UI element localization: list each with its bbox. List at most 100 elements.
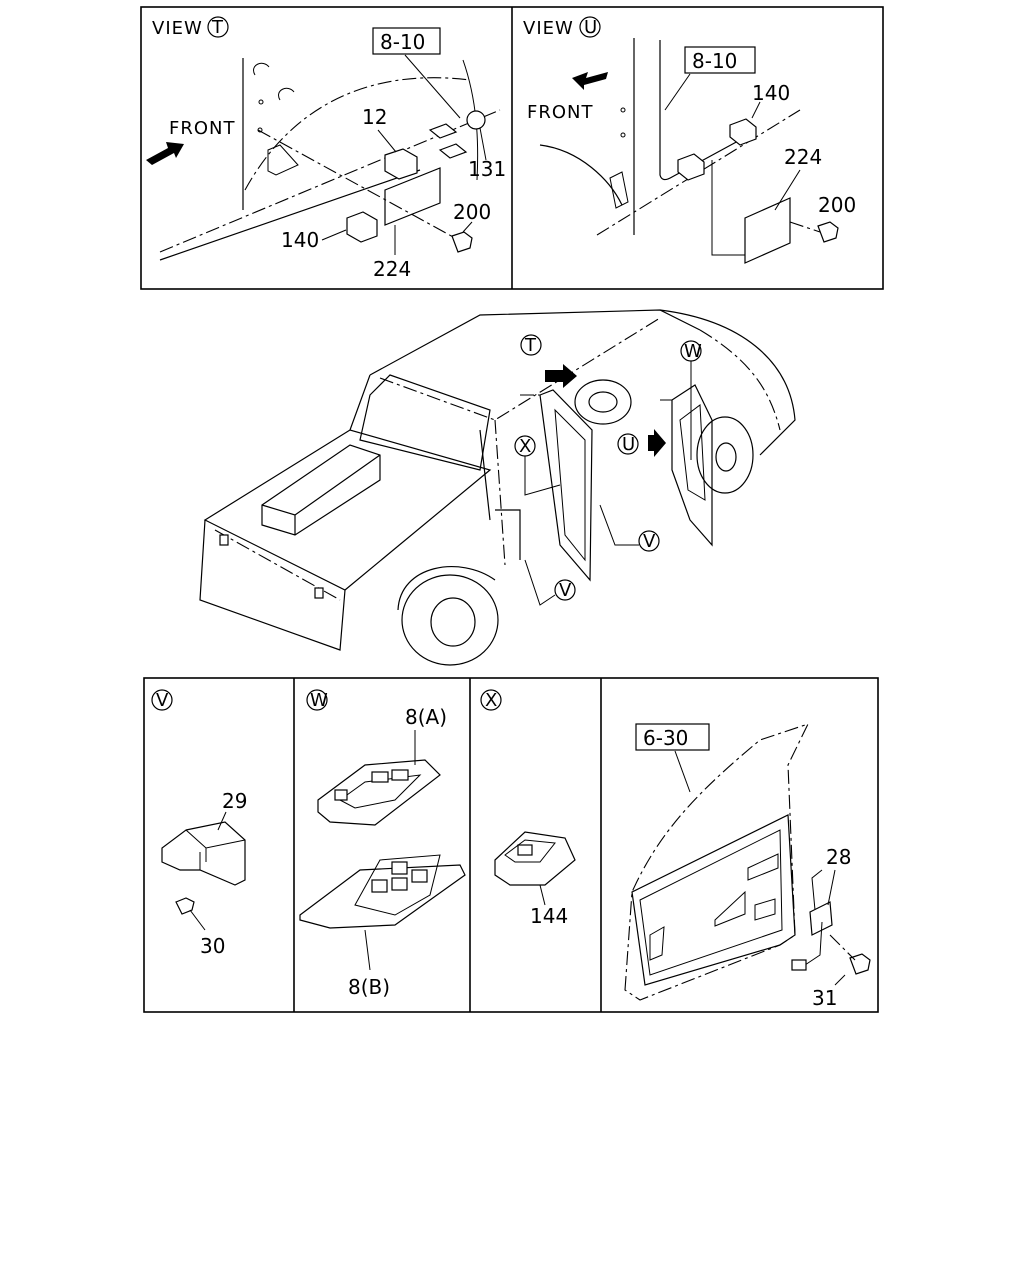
view-t-ref-text: 8-10 bbox=[380, 30, 425, 54]
part-label-224: 224 bbox=[784, 145, 822, 169]
hole-dot bbox=[620, 107, 626, 113]
view-t-arrow-icon bbox=[545, 364, 577, 388]
part-label-144: 144 bbox=[530, 904, 568, 928]
part-label-131: 131 bbox=[468, 157, 506, 181]
switch-button bbox=[371, 771, 389, 783]
roof-edge bbox=[379, 317, 661, 421]
part-label-200: 200 bbox=[818, 193, 856, 217]
view-u-panel: VIEW U FRONT 8-10 140 224 200 bbox=[523, 16, 856, 264]
mount-axis bbox=[789, 221, 821, 233]
view-t-title: VIEW bbox=[152, 18, 203, 39]
bed-outline bbox=[203, 429, 492, 591]
view-t-panel: VIEW T FRONT 8-10 131 12 bbox=[146, 16, 506, 281]
leader-140 bbox=[321, 229, 347, 241]
callout-u: U bbox=[622, 434, 636, 455]
rear-hub bbox=[430, 597, 476, 647]
ref-leader bbox=[404, 54, 461, 119]
rear-arch bbox=[397, 566, 496, 611]
front-arrow-icon bbox=[146, 142, 184, 165]
view-u-ref-text: 8-10 bbox=[692, 49, 737, 73]
bolt-200 bbox=[451, 231, 473, 253]
leader-30 bbox=[189, 909, 206, 931]
switch-button bbox=[517, 844, 533, 856]
callout-v2: V bbox=[559, 580, 572, 601]
part-label-30: 30 bbox=[200, 934, 225, 958]
callout-x: X bbox=[519, 436, 532, 457]
rear-window bbox=[359, 374, 491, 471]
panel-door: 6-30 28 31 bbox=[624, 723, 871, 1010]
leader-144 bbox=[539, 884, 546, 906]
leader-200 bbox=[462, 221, 473, 233]
bracket-224 bbox=[744, 197, 791, 264]
part-label-29: 29 bbox=[222, 789, 247, 813]
wheel-arch-line bbox=[244, 77, 471, 191]
panel-v-badge-circle bbox=[151, 689, 173, 711]
view-u-ref-box bbox=[684, 46, 756, 74]
cutout bbox=[609, 171, 629, 209]
switch-8a-top bbox=[339, 774, 422, 809]
body-side bbox=[495, 509, 521, 560]
switch-button bbox=[391, 877, 408, 891]
door-trim bbox=[631, 814, 796, 986]
front-hub bbox=[715, 442, 737, 472]
switch-button bbox=[371, 879, 388, 893]
panel-x-badge: X bbox=[485, 690, 498, 711]
bed-box bbox=[261, 444, 381, 536]
callout-v2-circle bbox=[554, 579, 576, 601]
arch-line bbox=[539, 144, 623, 206]
part-label-140: 140 bbox=[281, 228, 319, 252]
bottom-frame bbox=[143, 677, 879, 1013]
door-ref-text: 6-30 bbox=[643, 726, 688, 750]
screw-30 bbox=[175, 897, 195, 915]
part-label-224: 224 bbox=[373, 257, 411, 281]
rear-door bbox=[539, 389, 593, 582]
bolt-200 bbox=[817, 221, 839, 243]
leader-140 bbox=[751, 101, 761, 119]
hood-edge bbox=[699, 329, 781, 431]
ref-leader bbox=[664, 73, 691, 111]
relay-140 bbox=[346, 211, 378, 243]
part-label-140: 140 bbox=[752, 81, 790, 105]
roof-line bbox=[369, 309, 701, 376]
lamp-connector bbox=[791, 959, 807, 971]
view-u-title: VIEW bbox=[523, 18, 574, 39]
view-u-arrow-icon bbox=[648, 429, 666, 457]
panel-x-badge-circle bbox=[480, 689, 502, 711]
leader-224 bbox=[774, 169, 801, 211]
view-t-badge: T bbox=[211, 17, 224, 38]
part-label-200: 200 bbox=[453, 200, 491, 224]
panel-v-badge: V bbox=[156, 690, 169, 711]
view-t-front-label: FRONT bbox=[169, 118, 236, 139]
switch-button bbox=[391, 861, 408, 875]
tail-lamp bbox=[314, 587, 324, 599]
connector bbox=[438, 143, 468, 159]
front-door bbox=[671, 384, 713, 547]
ref-leader bbox=[674, 750, 691, 793]
part-label-28: 28 bbox=[826, 845, 851, 869]
lamp-wire bbox=[804, 869, 823, 966]
view-u-badge-circle bbox=[579, 16, 601, 38]
mount-axis bbox=[257, 129, 456, 239]
leader-31 bbox=[834, 974, 846, 986]
floor-line bbox=[159, 169, 421, 261]
truck-illustration: T U W X V V bbox=[199, 309, 796, 666]
screw-31 bbox=[849, 953, 871, 975]
part-label-12: 12 bbox=[362, 105, 387, 129]
handle-detail bbox=[185, 829, 246, 870]
leader-8b bbox=[364, 929, 371, 971]
switch-8b bbox=[299, 864, 466, 929]
part-label-8b: 8(B) bbox=[348, 975, 390, 999]
switch-button bbox=[334, 789, 348, 801]
callout-w: W bbox=[684, 341, 703, 362]
callout-x-leader bbox=[524, 456, 561, 496]
part-label-8a: 8(A) bbox=[405, 705, 447, 729]
part-label-31: 31 bbox=[812, 986, 837, 1010]
body-dash bbox=[494, 394, 672, 566]
switch-button bbox=[391, 769, 409, 781]
tail-lamp bbox=[219, 534, 229, 546]
panel-w-badge-circle bbox=[306, 689, 328, 711]
steering-wheel bbox=[574, 379, 632, 425]
hole-dot bbox=[258, 99, 264, 105]
door-trim-inner bbox=[639, 829, 783, 976]
relay-12 bbox=[384, 148, 418, 180]
